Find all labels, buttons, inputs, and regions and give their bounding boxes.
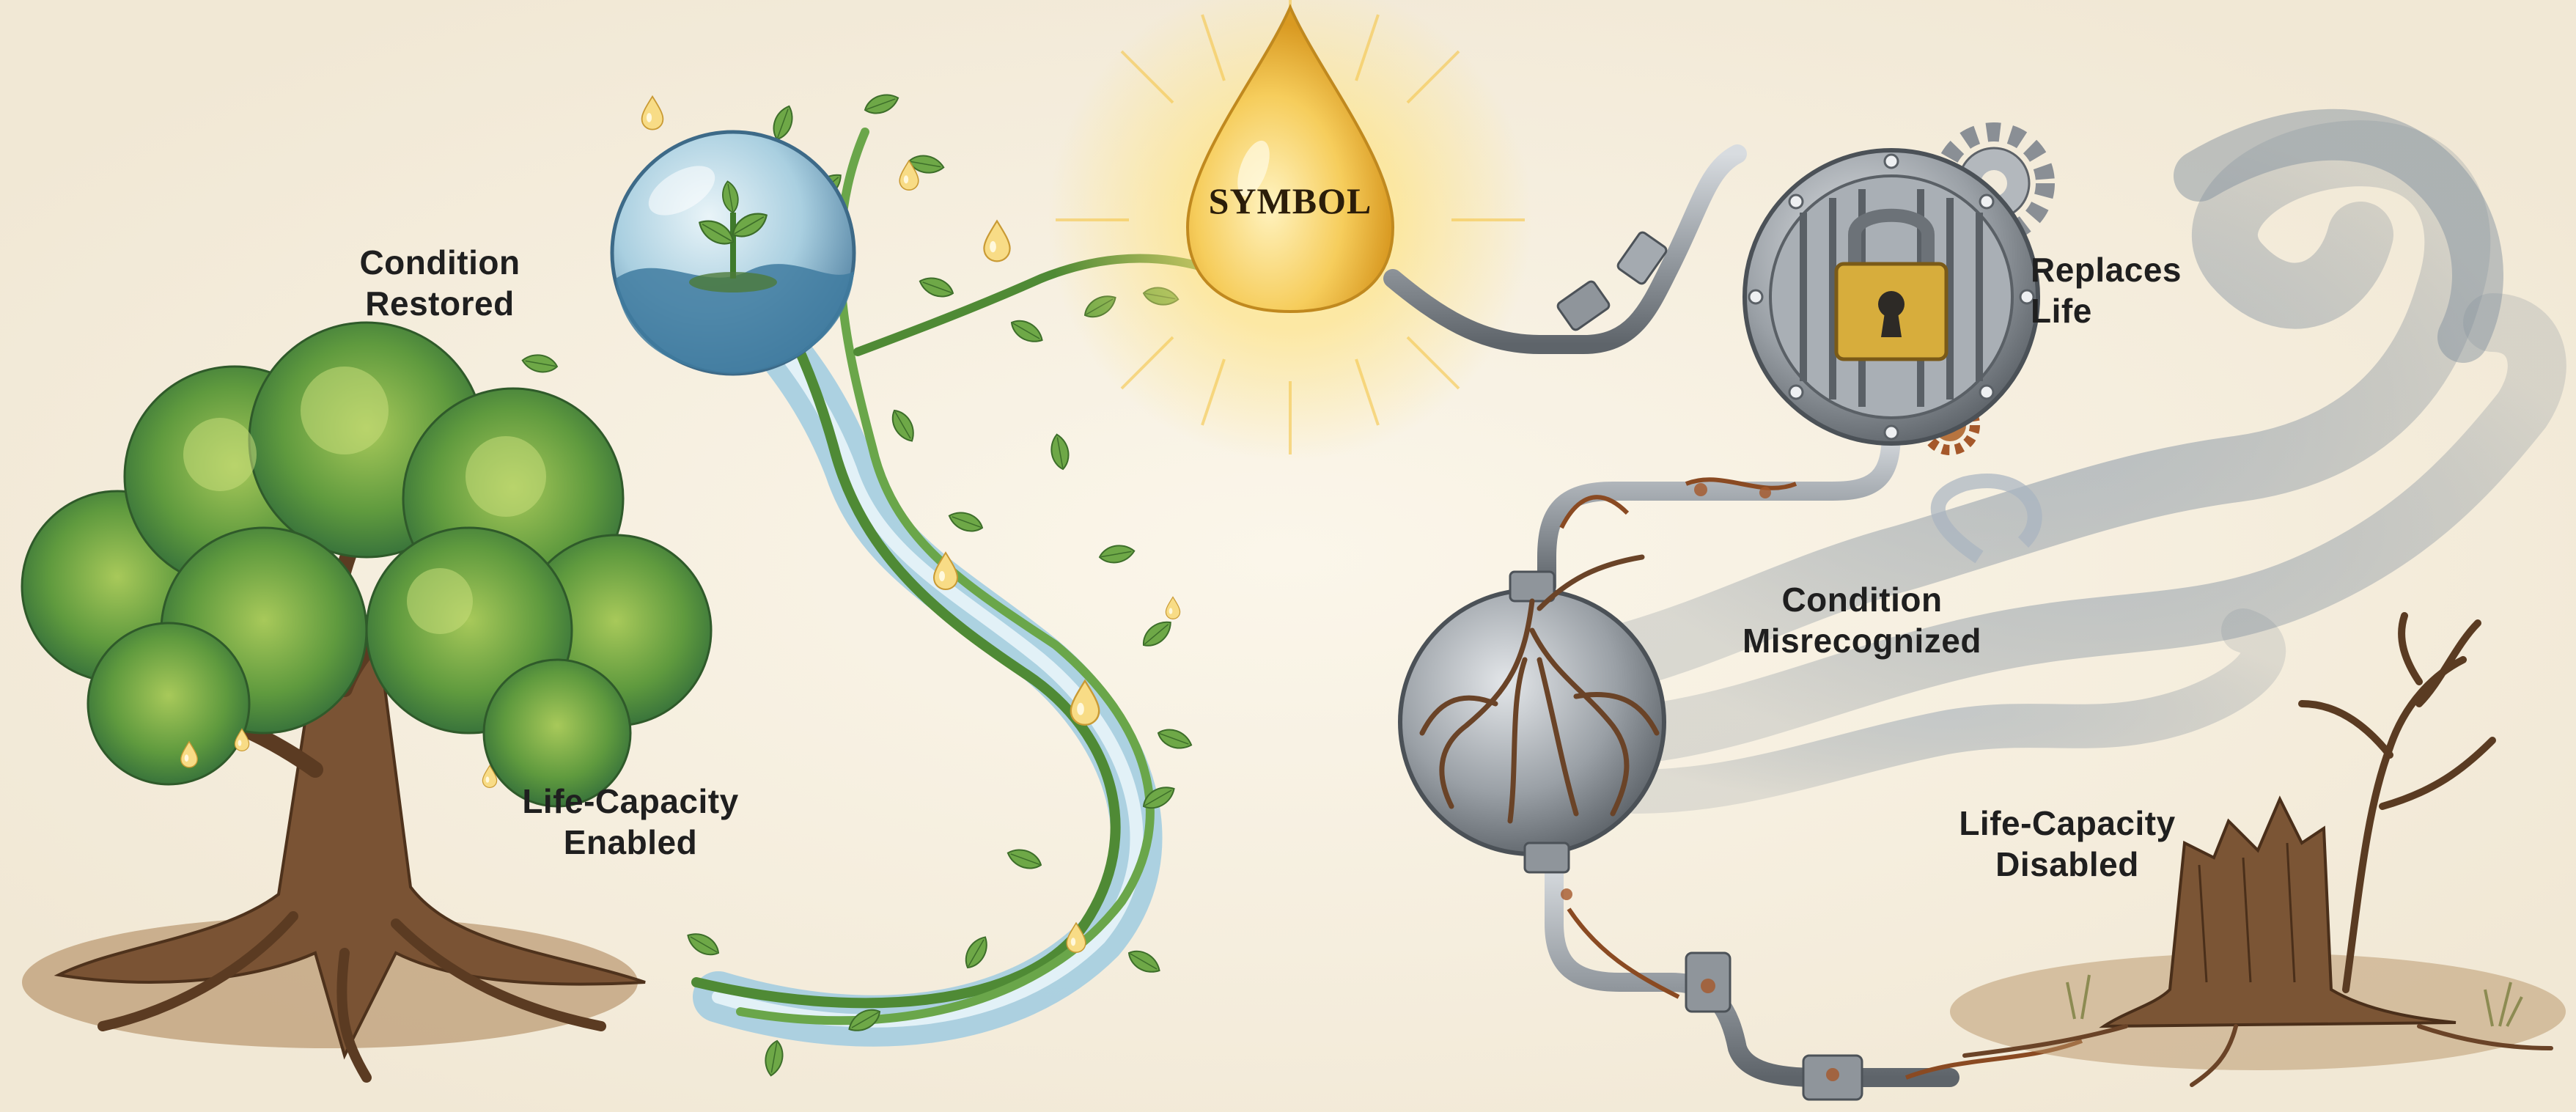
life-capacity-enabled-label: Life-Capacity Enabled [484, 781, 777, 863]
life-capacity-disabled-line1: Life-Capacity [1921, 803, 2214, 844]
condition-restored-line2: Restored [330, 283, 550, 324]
padlock-icon [1745, 150, 2038, 443]
symbol-label: SYMBOL [1184, 180, 1396, 222]
glowing-drop-icon [1048, 0, 1532, 462]
life-capacity-enabled-line1: Life-Capacity [484, 781, 777, 822]
replaces-life-line2: Life [2031, 290, 2236, 331]
life-capacity-disabled-line2: Disabled [1921, 844, 2214, 885]
life-capacity-disabled-label: Life-Capacity Disabled [1921, 803, 2214, 885]
condition-misrecognized-label: Condition Misrecognized [1708, 579, 2016, 661]
water-globe-icon [612, 132, 854, 374]
condition-misrecognized-line1: Condition [1708, 579, 2016, 620]
condition-misrecognized-line2: Misrecognized [1708, 620, 2016, 661]
condition-restored-line1: Condition [330, 242, 550, 283]
life-capacity-enabled-line2: Enabled [484, 822, 777, 863]
condition-restored-label: Condition Restored [330, 242, 550, 324]
replaces-life-label: Replaces Life [2031, 249, 2236, 331]
replaces-life-line1: Replaces [2031, 249, 2236, 290]
